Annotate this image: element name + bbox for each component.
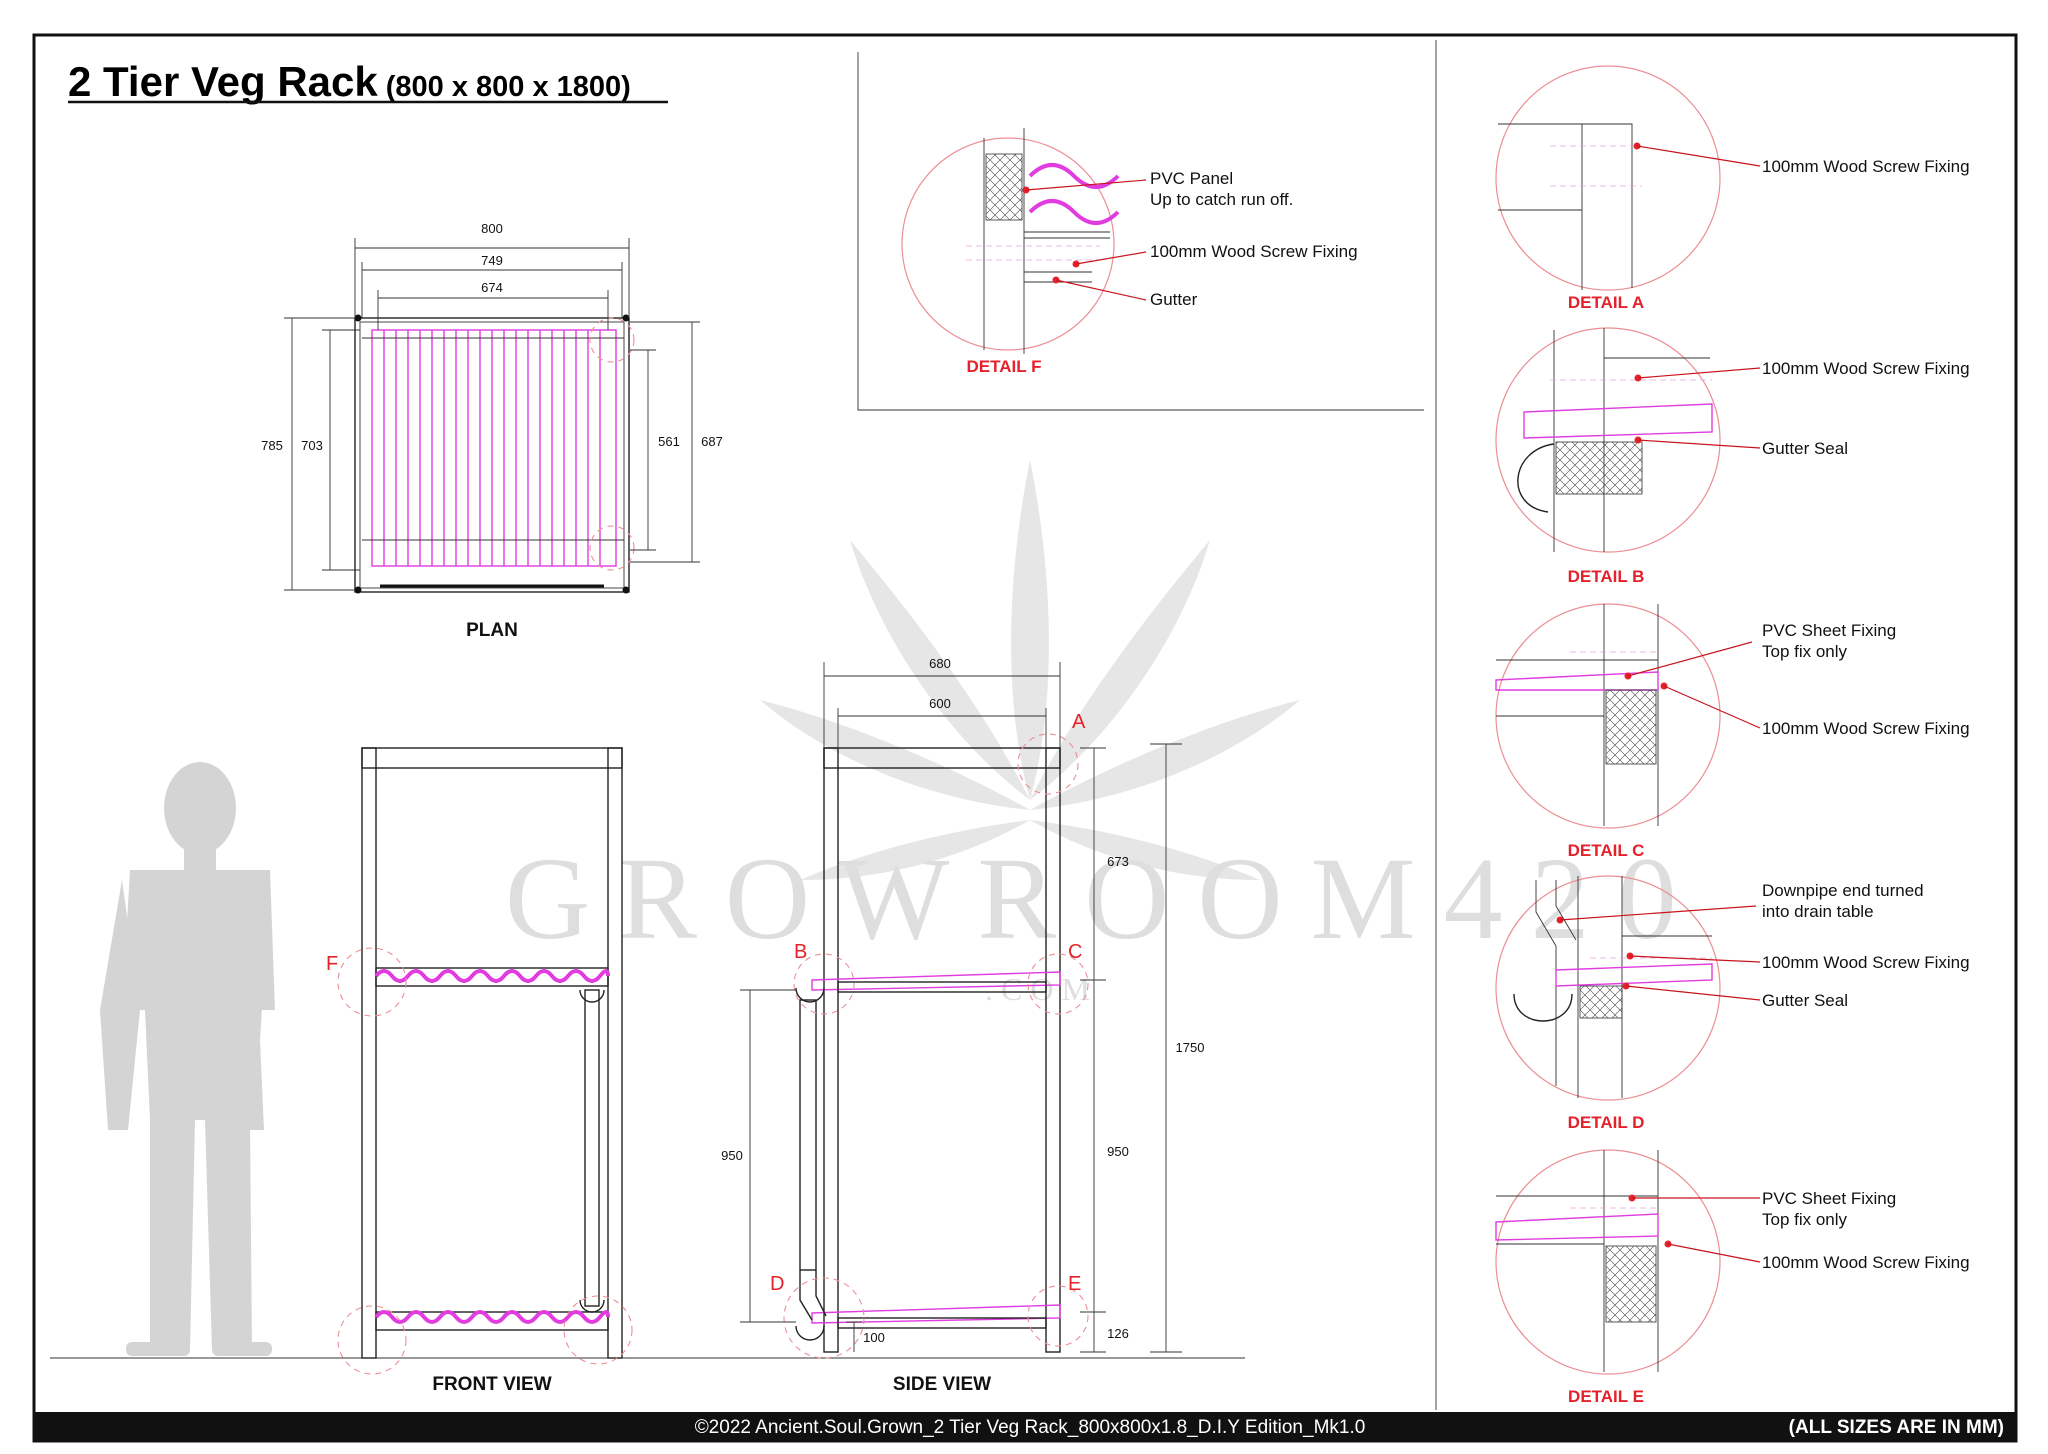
plan-width-mid: 749 bbox=[481, 253, 503, 268]
title-main: 2 Tier Veg Rack bbox=[68, 58, 378, 105]
detail-a-title: DETAIL A bbox=[1568, 293, 1644, 312]
detail-c-screw: 100mm Wood Screw Fixing bbox=[1762, 719, 1970, 738]
side-dim-lower-left: 950 bbox=[721, 1148, 743, 1163]
person-silhouette bbox=[100, 762, 275, 1356]
detail-a: 100mm Wood Screw Fixing DETAIL A bbox=[1495, 65, 1970, 312]
detail-e-screw: 100mm Wood Screw Fixing bbox=[1762, 1253, 1970, 1272]
side-dim-bottom: 126 bbox=[1107, 1326, 1129, 1341]
side-dim-total: 1750 bbox=[1176, 1040, 1205, 1055]
detail-e-pvc-note: Top fix only bbox=[1762, 1210, 1848, 1229]
svg-text:2 Tier Veg Rack(800 x 800 x 18: 2 Tier Veg Rack(800 x 800 x 1800) bbox=[68, 58, 631, 105]
detail-b-screw: 100mm Wood Screw Fixing bbox=[1762, 359, 1970, 378]
side-width-outer: 680 bbox=[929, 656, 951, 671]
marker-d: D bbox=[770, 1273, 784, 1295]
detail-f: PVC Panel Up to catch run off. 100mm Woo… bbox=[901, 128, 1358, 376]
footer-units: (ALL SIZES ARE IN MM) bbox=[1789, 1417, 2004, 1438]
plan-height-right-outer: 687 bbox=[701, 434, 723, 449]
detail-e-title: DETAIL E bbox=[1568, 1387, 1644, 1406]
detail-c-title: DETAIL C bbox=[1568, 841, 1645, 860]
detail-d-downpipe: Downpipe end turned bbox=[1762, 881, 1924, 900]
detail-f-frame bbox=[857, 52, 1424, 411]
plan-height-outer: 785 bbox=[261, 438, 283, 453]
watermark-logo: GROWROOM420 .COM bbox=[505, 460, 1705, 1007]
plan-width-inner: 674 bbox=[481, 280, 503, 295]
side-dim-foot: 100 bbox=[863, 1330, 885, 1345]
detail-c-pvc-note: Top fix only bbox=[1762, 642, 1848, 661]
detail-f-gutter: Gutter bbox=[1150, 290, 1198, 309]
detail-f-pvc-panel-note: Up to catch run off. bbox=[1150, 190, 1293, 209]
side-view: A B C D E 680 600 673 950 126 1750 950 1… bbox=[721, 656, 1204, 1395]
page-title: 2 Tier Veg Rack(800 x 800 x 1800) bbox=[68, 58, 668, 105]
side-dim-top: 673 bbox=[1107, 854, 1129, 869]
plan-view: 800 749 674 785 703 561 687 PLAN bbox=[261, 221, 723, 641]
plan-width-outer: 800 bbox=[481, 221, 503, 236]
detail-e: PVC Sheet Fixing Top fix only 100mm Wood… bbox=[1495, 1149, 1970, 1406]
detail-b-seal: Gutter Seal bbox=[1762, 439, 1848, 458]
detail-d-screw: 100mm Wood Screw Fixing bbox=[1762, 953, 1970, 972]
detail-f-title: DETAIL F bbox=[967, 357, 1042, 376]
plan-height-inner: 703 bbox=[301, 438, 323, 453]
detail-c: PVC Sheet Fixing Top fix only 100mm Wood… bbox=[1495, 603, 1970, 860]
marker-e: E bbox=[1068, 1273, 1081, 1295]
side-width-inner: 600 bbox=[929, 696, 951, 711]
title-dimensions: (800 x 800 x 1800) bbox=[386, 71, 631, 103]
detail-d-downpipe-note: into drain table bbox=[1762, 902, 1874, 921]
marker-c: C bbox=[1068, 941, 1082, 963]
detail-b: 100mm Wood Screw Fixing Gutter Seal DETA… bbox=[1495, 327, 1970, 586]
detail-d-seal: Gutter Seal bbox=[1762, 991, 1848, 1010]
footer-bar: ©2022 Ancient.Soul.Grown_2 Tier Veg Rack… bbox=[34, 1412, 2016, 1441]
marker-a: A bbox=[1072, 711, 1086, 733]
front-view-label: FRONT VIEW bbox=[432, 1374, 551, 1395]
plan-label: PLAN bbox=[466, 620, 518, 641]
detail-a-screw: 100mm Wood Screw Fixing bbox=[1762, 157, 1970, 176]
watermark-text: GROWROOM420 bbox=[505, 833, 1705, 964]
detail-d: Downpipe end turned into drain table 100… bbox=[1495, 875, 1970, 1132]
detail-d-title: DETAIL D bbox=[1568, 1113, 1645, 1132]
detail-e-pvc: PVC Sheet Fixing bbox=[1762, 1189, 1896, 1208]
footer-credit: ©2022 Ancient.Soul.Grown_2 Tier Veg Rack… bbox=[695, 1417, 1366, 1438]
watermark-subtext: .COM bbox=[985, 971, 1098, 1007]
marker-f: F bbox=[326, 953, 338, 975]
front-view: F FRONT VIEW bbox=[50, 747, 1245, 1395]
plan-height-right-inner: 561 bbox=[658, 434, 680, 449]
marker-b: B bbox=[794, 941, 807, 963]
side-view-label: SIDE VIEW bbox=[893, 1374, 991, 1395]
detail-b-title: DETAIL B bbox=[1568, 567, 1645, 586]
detail-f-screw: 100mm Wood Screw Fixing bbox=[1150, 242, 1358, 261]
detail-f-pvc-panel: PVC Panel bbox=[1150, 169, 1233, 188]
side-dim-upper: 950 bbox=[1107, 1144, 1129, 1159]
detail-c-pvc: PVC Sheet Fixing bbox=[1762, 621, 1896, 640]
